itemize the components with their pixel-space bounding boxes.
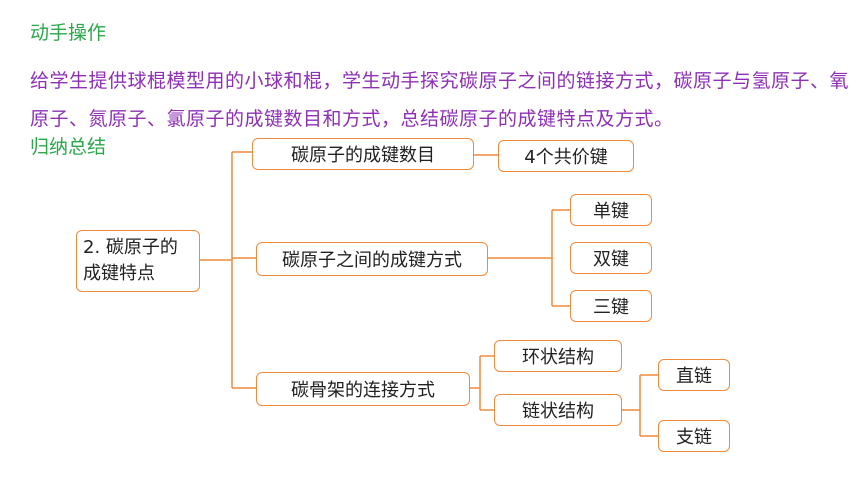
node-single-bond: 单键: [570, 194, 652, 226]
node-ring-structure: 环状结构: [494, 340, 622, 372]
root-node: 2. 碳原子的 成键特点: [76, 230, 200, 292]
root-line1: 2. 碳原子的: [83, 237, 178, 258]
node-bond-count: 碳原子的成键数目: [252, 138, 474, 170]
node-four-covalent: 4个共价键: [498, 140, 634, 172]
node-double-bond: 双键: [570, 242, 652, 274]
node-chain-structure: 链状结构: [494, 394, 622, 426]
root-line2: 成键特点: [83, 263, 155, 284]
node-skeleton-mode: 碳骨架的连接方式: [256, 372, 470, 406]
section-title: 动手操作: [30, 22, 107, 44]
node-triple-bond: 三键: [570, 290, 652, 322]
summary-heading: 归纳总结: [30, 136, 107, 158]
node-carbon-bond-mode: 碳原子之间的成键方式: [256, 242, 488, 276]
activity-paragraph: 给学生提供球棍模型用的小球和棍，学生动手探究碳原子之间的链接方式，碳原子与氢原子…: [30, 70, 850, 130]
node-straight-chain: 直链: [658, 359, 730, 391]
node-branched-chain: 支链: [658, 420, 730, 452]
